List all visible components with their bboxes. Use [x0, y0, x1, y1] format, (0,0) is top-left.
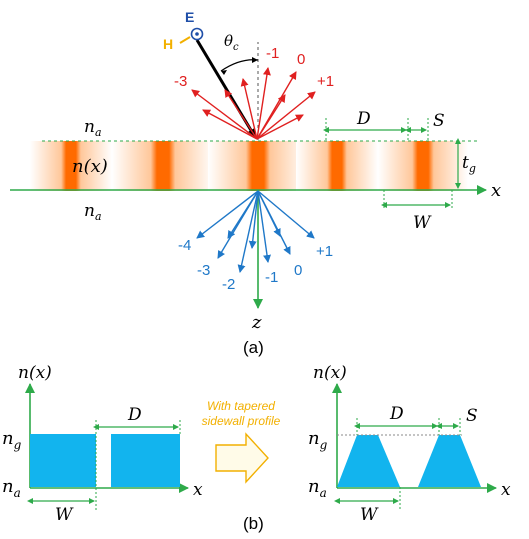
- z-axis-label: z: [251, 312, 262, 333]
- grating-ridge: [112, 141, 214, 191]
- dim-D-label: D: [389, 404, 404, 424]
- transmitted-label: -1: [265, 269, 278, 286]
- transmitted-order-arrow: [257, 190, 271, 263]
- grating-ridge: [30, 141, 112, 191]
- angle-arc-arrow-left: [221, 70, 227, 75]
- transmitted-label: -4: [178, 237, 191, 254]
- plot-tapered-profile: n(x) D S W x ng na: [308, 363, 511, 525]
- x-axis-label: x: [193, 480, 203, 500]
- theta-label: θc: [224, 32, 239, 53]
- h-field-label: H: [163, 36, 173, 52]
- n-x-axis-label: n(x): [18, 363, 52, 383]
- reflected-order-arrow: [191, 89, 258, 140]
- transmitted-extra-arrow: [257, 190, 281, 237]
- panel-b: n(x) D W x ng na With tapered sidewall p…: [2, 363, 511, 533]
- arrow-text: With tapered: [207, 399, 275, 413]
- n-a-label-bottom: na: [84, 201, 102, 223]
- reflected-extra-arrow: [202, 109, 258, 140]
- reflected-label: -1: [266, 45, 279, 62]
- dim-S-label: S: [433, 111, 445, 131]
- n-g-label: ng: [308, 428, 328, 452]
- transmitted-order-arrow: [196, 190, 259, 239]
- grating-ridge: [296, 141, 378, 191]
- dimension-lines: [323, 118, 461, 210]
- transmitted-extra-arrow: [227, 190, 259, 239]
- reflected-order-arrow: [256, 91, 316, 140]
- e-field-label: E: [185, 9, 194, 25]
- n-x-label: n(x): [72, 156, 108, 177]
- grating-ridge: [378, 141, 468, 191]
- caption-b: (b): [243, 514, 264, 533]
- transmitted-extra-arrow: [248, 190, 259, 249]
- n-a-label-top: na: [84, 117, 102, 139]
- h-field-arrow: [179, 36, 191, 44]
- hollow-arrow-icon: [215, 432, 269, 484]
- x-axis-label: x: [491, 180, 501, 201]
- transmitted-orders: [196, 190, 315, 273]
- reflected-extra-arrow: [256, 114, 304, 140]
- transmitted-label: +1: [316, 243, 333, 260]
- plot-step-profile: n(x) D W x ng na: [2, 363, 203, 525]
- tapered-ridge: [337, 435, 400, 487]
- grating-layer: [30, 141, 468, 191]
- reflected-orders: [191, 67, 316, 140]
- reflected-extra-arrow: [256, 94, 286, 140]
- transmitted-label: -3: [197, 262, 210, 279]
- dim-D-label: D: [127, 405, 142, 425]
- reflected-extra-arrow: [240, 78, 258, 140]
- transmitted-label: -2: [222, 276, 235, 293]
- tapered-ridge: [418, 435, 481, 487]
- n-x-axis-label: n(x): [313, 363, 347, 383]
- reflected-label: -3: [174, 73, 187, 90]
- transmitted-label: 0: [294, 262, 302, 279]
- reflected-extra-arrow: [224, 89, 258, 140]
- e-field-dot: [195, 32, 199, 36]
- dim-W-label: W: [360, 505, 379, 525]
- n-a-label: na: [308, 476, 327, 500]
- arrow-text: sidewall profile: [202, 414, 281, 428]
- transmitted-order-arrow: [257, 190, 315, 239]
- n-g-label: ng: [2, 428, 22, 452]
- ridge-rect: [111, 434, 180, 487]
- dim-S-label: S: [466, 406, 478, 426]
- dim-W-label: W: [55, 505, 74, 525]
- reflected-order-arrow: [256, 67, 271, 140]
- n-a-label: na: [2, 476, 21, 500]
- dim-W-label: W: [413, 213, 432, 233]
- transmitted-order-arrow: [237, 190, 259, 273]
- reflected-label: +1: [317, 73, 334, 90]
- panel-a: -3 -1 0 +1 -4 -3 -2 -1 0 +1 E H θc n: [10, 9, 501, 357]
- dim-t-label: tg: [462, 153, 476, 175]
- x-axis-label: x: [501, 480, 511, 500]
- grating-ridge: [208, 141, 308, 191]
- ridge-rect: [30, 434, 96, 487]
- angle-arc-arrow-right: [252, 57, 258, 63]
- dim-D-label: D: [356, 109, 371, 129]
- caption-a: (a): [243, 338, 264, 357]
- reflected-label: 0: [297, 51, 305, 68]
- transform-arrow: With tapered sidewall profile: [202, 399, 281, 484]
